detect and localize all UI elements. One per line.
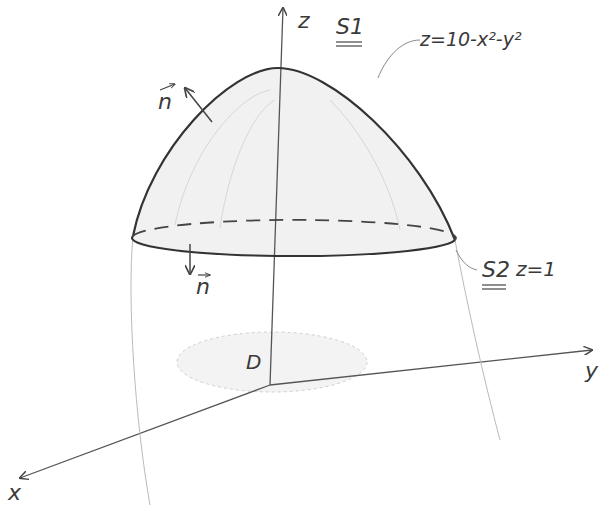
- label-underline: [336, 45, 362, 46]
- normal-label: n: [158, 91, 172, 113]
- axis-label: z: [298, 10, 310, 32]
- normal-vector-top: [185, 88, 212, 122]
- surface-equation: z=1: [516, 259, 556, 279]
- vector-overarrow: [160, 84, 175, 90]
- normal-label: n: [196, 276, 210, 298]
- rim-back: [133, 220, 456, 240]
- axis-label: y: [585, 360, 598, 382]
- x-axis: [20, 385, 270, 478]
- rim-front: [132, 236, 455, 256]
- y-axis: [270, 350, 592, 385]
- z-axis: [270, 8, 283, 385]
- leader-line: [378, 40, 420, 78]
- surface-name: S1: [336, 16, 364, 38]
- surface-equation: z=10-x²-y²: [420, 30, 522, 49]
- paraboloid-surface: [133, 68, 455, 240]
- normal-vector-bottom: [189, 244, 191, 274]
- label-underline: [482, 284, 506, 285]
- shading-strokes: [175, 90, 400, 230]
- axis-label: x: [8, 482, 21, 504]
- region-label: D: [246, 352, 261, 372]
- surface-name: S2: [482, 259, 510, 281]
- solid-shading: [132, 68, 455, 256]
- paraboloid-lower-left: [131, 236, 150, 505]
- label-underline: [482, 288, 506, 289]
- leader-line: [456, 250, 477, 270]
- label-underline: [336, 41, 362, 42]
